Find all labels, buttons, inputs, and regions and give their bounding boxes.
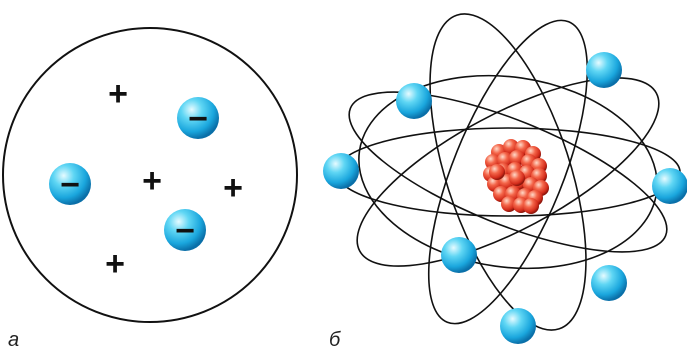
electrons <box>323 52 687 344</box>
nucleus <box>483 139 549 214</box>
thomson-sphere <box>2 27 298 323</box>
electron <box>591 265 627 301</box>
rutherford-atom-model <box>323 13 687 344</box>
thomson-atom-model: + + + + − − − <box>2 27 298 323</box>
electron: − <box>164 209 206 251</box>
orbit <box>356 77 660 267</box>
electron <box>586 52 622 88</box>
nucleon <box>509 170 525 186</box>
svg-text:−: − <box>188 100 208 138</box>
svg-text:−: − <box>60 166 80 204</box>
electron <box>500 308 536 344</box>
orbit <box>429 13 587 331</box>
electron <box>652 168 687 204</box>
positive-charge: + <box>142 162 162 200</box>
caption-left: а <box>8 329 19 350</box>
electron <box>441 237 477 273</box>
orbit <box>348 91 668 253</box>
svg-text:−: − <box>175 212 195 250</box>
caption-right: б <box>329 329 341 350</box>
electron: − <box>177 97 219 139</box>
electron: − <box>49 163 91 205</box>
electron <box>323 153 359 189</box>
positive-charge: + <box>223 169 243 207</box>
nucleon <box>501 196 517 212</box>
electron <box>396 83 432 119</box>
nucleon <box>523 198 539 214</box>
orbit <box>427 19 589 325</box>
positive-charge: + <box>105 245 125 283</box>
positive-charge: + <box>108 75 128 113</box>
nucleon <box>489 164 505 180</box>
